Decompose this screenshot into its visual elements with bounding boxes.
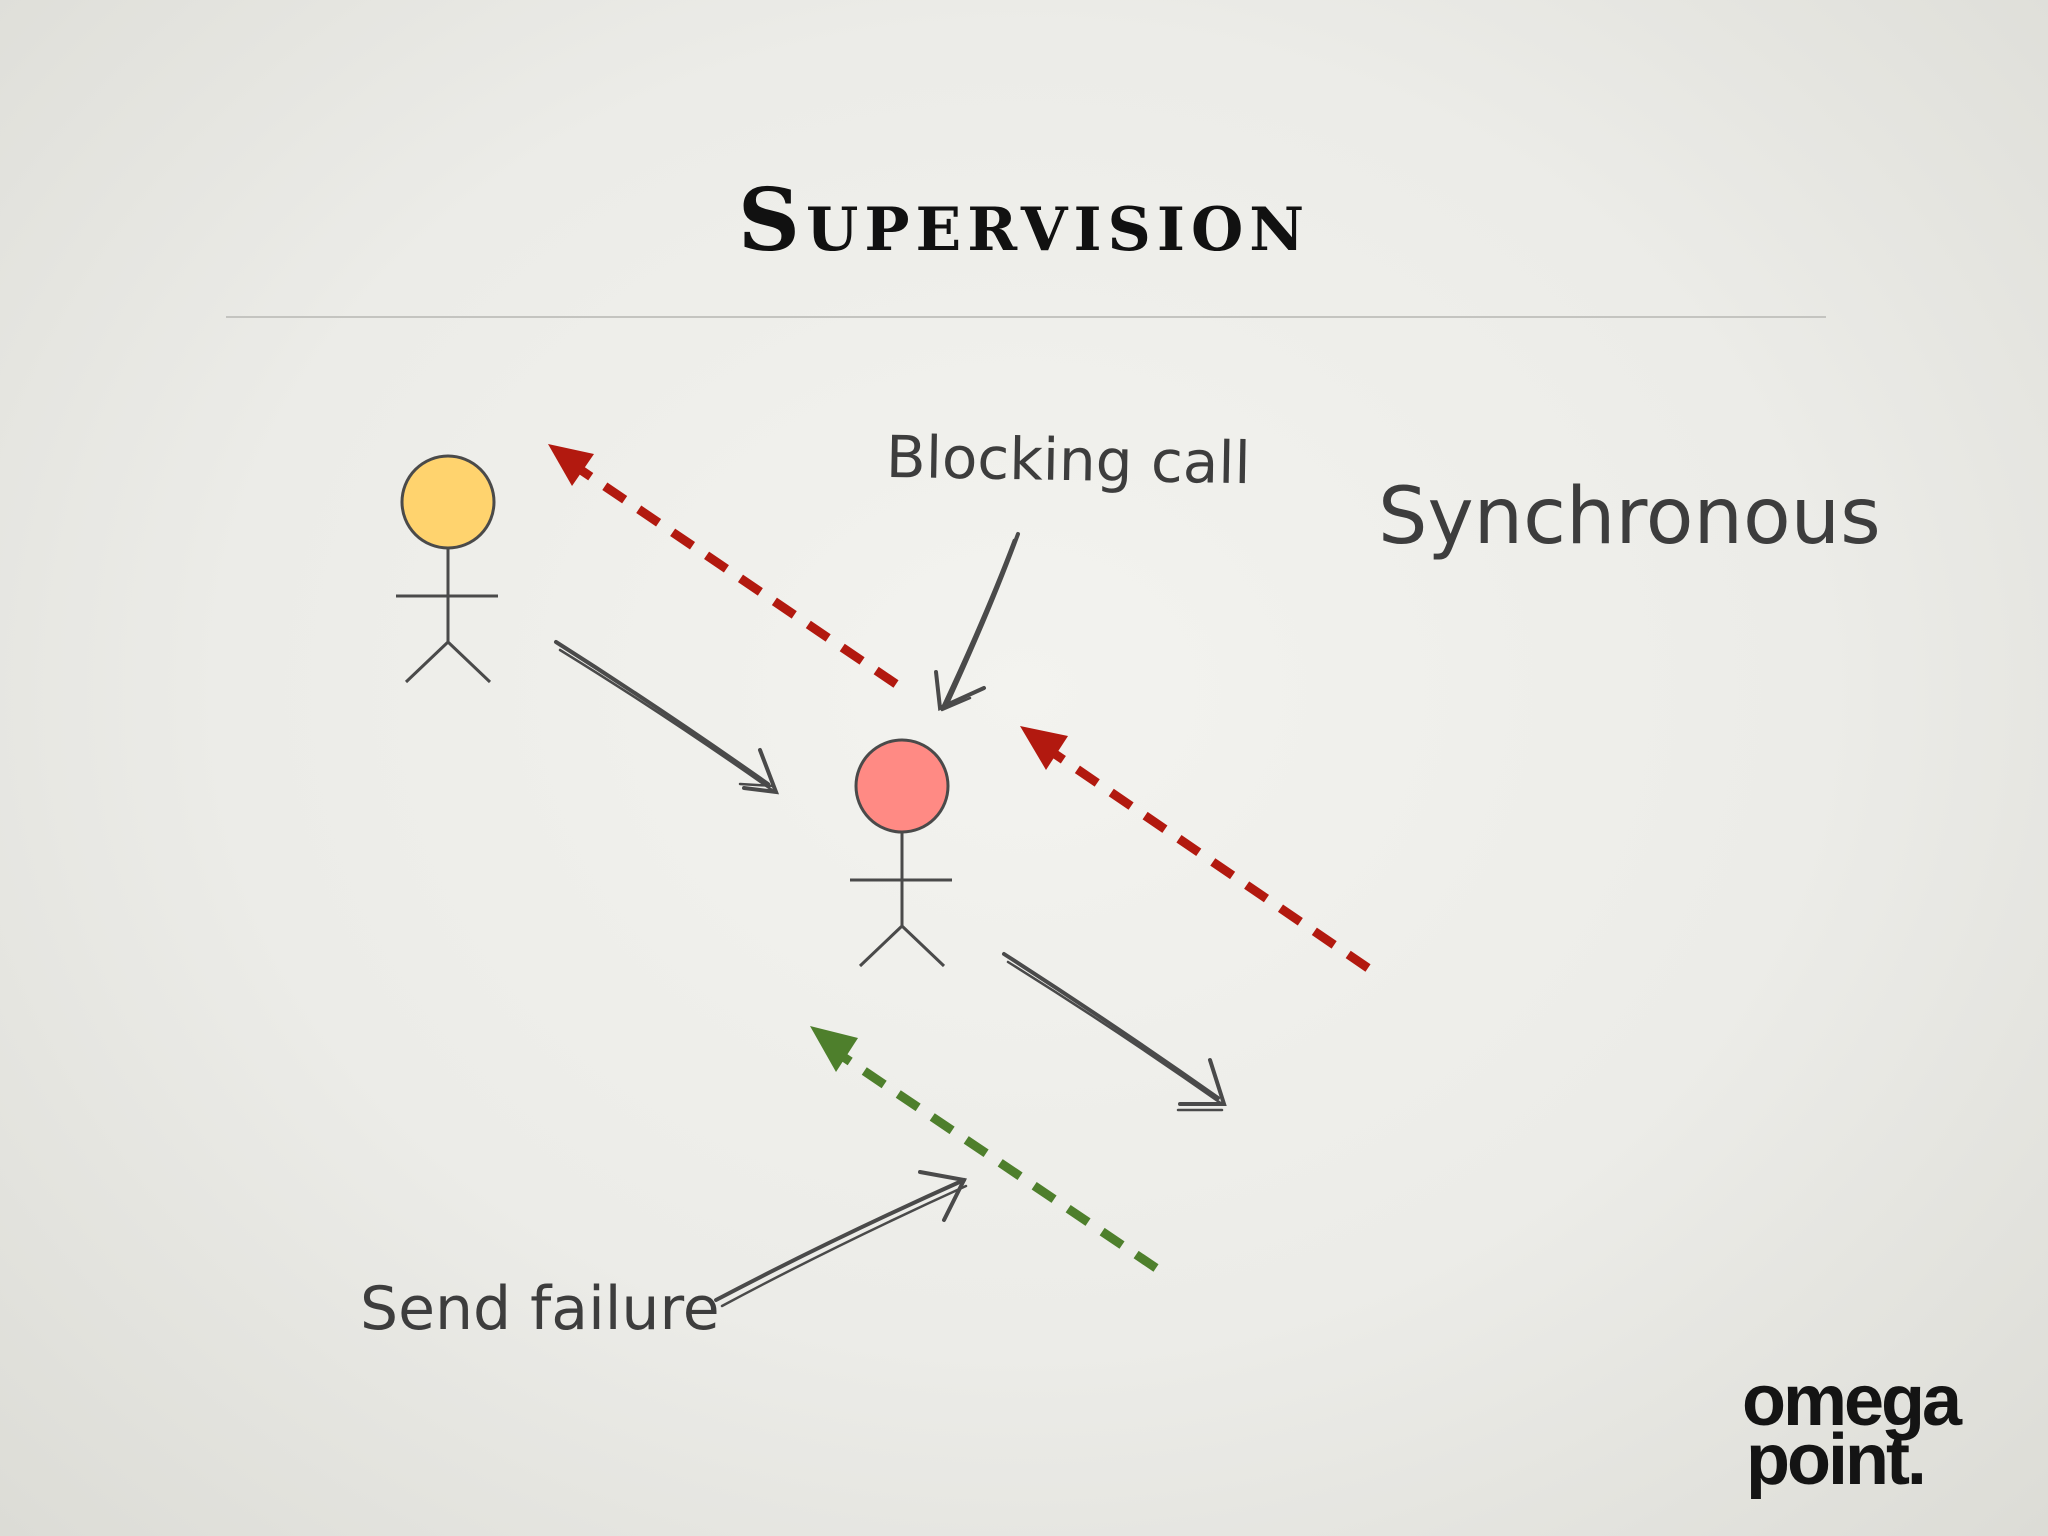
omega-point-logo: omega point. [1742,1361,1962,1501]
stick-figure-worker-icon [850,738,952,968]
sketch-arrow-supervisor-to-worker [554,640,780,795]
label-synchronous: Synchronous [1378,472,1881,562]
dashed-arrow-red-upper [548,444,899,688]
logo-line-2: point. [1746,1420,1927,1501]
sketch-arrow-blocking-call [934,532,1020,712]
sketch-arrow-worker-to-right [1002,952,1227,1112]
slide-title: Supervision [737,170,1311,271]
sketch-arrow-send-failure [714,1170,968,1308]
title-divider [226,316,1826,318]
dashed-arrow-green [810,1026,1159,1272]
label-blocking-call: Blocking call [885,422,1252,498]
label-send-failure: Send failure [360,1274,720,1344]
stick-figure-supervisor-icon [396,454,498,684]
dashed-arrow-red-lower [1020,726,1371,972]
logo-line-1: omega [1742,1361,1962,1441]
